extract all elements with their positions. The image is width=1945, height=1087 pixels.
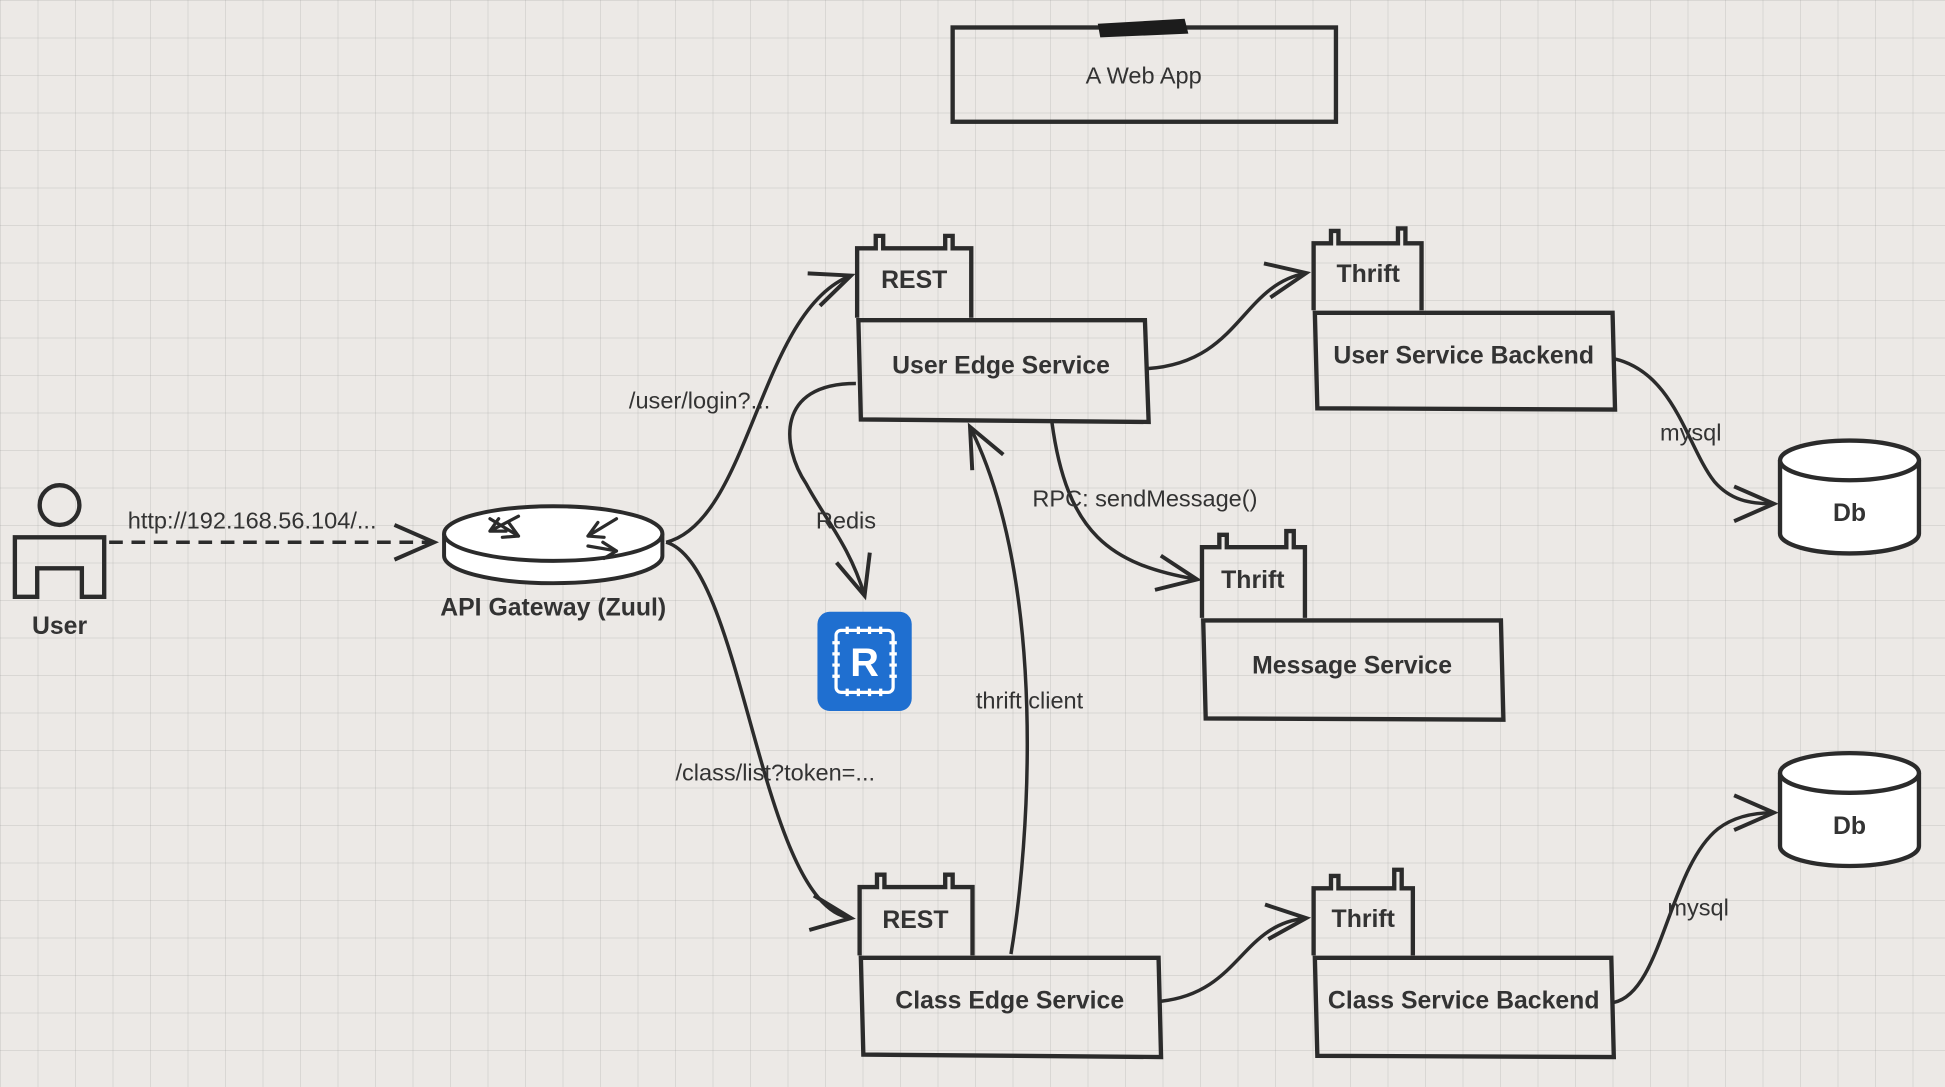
user-backend-label: User Service Backend <box>1333 343 1594 370</box>
db-user-label: Db <box>1833 500 1866 527</box>
edge-class-edge-to-class-backend <box>1160 902 1312 1003</box>
user-icon <box>12 483 107 600</box>
edge-label-rpc: RPC: sendMessage() <box>1032 485 1257 511</box>
api-gateway: API Gateway (Zuul) <box>440 504 666 621</box>
user-edge-label: User Edge Service <box>892 353 1110 380</box>
user-label: User <box>32 613 87 640</box>
edge-label-redis: Redis <box>816 508 876 534</box>
message-box <box>1200 618 1506 722</box>
user-backend-box <box>1312 310 1618 412</box>
class-service-backend <box>1311 867 1617 1060</box>
edge-label-mysql-class: mysql <box>1667 895 1729 921</box>
class-edge-box <box>858 955 1164 1060</box>
class-backend-tab <box>1311 867 1416 956</box>
edge-user-backend-to-db <box>1613 356 1779 523</box>
edge-label-thrift-client: thrift client <box>976 687 1084 713</box>
message-tab <box>1199 528 1308 618</box>
user-service-backend <box>1311 226 1618 412</box>
edge-user-edge-to-user-backend <box>1147 261 1312 371</box>
edge-label-mysql-user: mysql <box>1660 420 1722 446</box>
router-icon <box>442 504 665 586</box>
class-backend-box <box>1312 955 1617 1060</box>
message-service <box>1199 528 1506 722</box>
class-edge-tab-label: REST <box>882 907 948 934</box>
user-edge-service <box>854 233 1151 425</box>
redis-letter: R <box>850 641 879 685</box>
class-edge-service <box>857 872 1164 1060</box>
user-backend-tab <box>1311 226 1424 311</box>
message-tab-label: Thrift <box>1221 567 1284 594</box>
user-actor: User <box>12 483 107 640</box>
tape-icon <box>1097 18 1189 38</box>
user-edge-box <box>856 318 1151 425</box>
edge-gateway-to-user-edge <box>665 271 856 544</box>
edge-label-user-login: /user/login?... <box>629 387 770 413</box>
db-user-cylinder <box>1777 438 1922 556</box>
edge-user-edge-to-message <box>1050 421 1202 592</box>
class-backend-tab-label: Thrift <box>1332 906 1395 933</box>
edge-class-edge-to-user-edge <box>967 422 1029 955</box>
class-backend-label: Class Service Backend <box>1328 988 1600 1015</box>
user-edge-tab-label: REST <box>881 267 947 294</box>
gateway-label: API Gateway (Zuul) <box>440 594 666 621</box>
user-edge-tab <box>854 233 974 318</box>
user-backend-tab-label: Thrift <box>1337 261 1400 288</box>
edge-user-edge-to-redis <box>788 381 872 601</box>
edge-gateway-to-class-edge <box>665 540 856 932</box>
edge-label-class-list: /class/list?token=... <box>675 759 875 785</box>
edge-class-backend-to-db <box>1613 793 1779 1005</box>
title-box: A Web App <box>950 18 1339 124</box>
edge-label-http: http://192.168.56.104/... <box>128 508 377 534</box>
redis-icon: R <box>817 611 912 711</box>
title-label: A Web App <box>1086 62 1202 88</box>
class-edge-label: Class Edge Service <box>895 988 1124 1015</box>
message-label: Message Service <box>1252 653 1452 680</box>
db-class-cylinder <box>1777 750 1922 869</box>
class-edge-tab <box>857 872 975 956</box>
db-class-label: Db <box>1833 813 1866 840</box>
